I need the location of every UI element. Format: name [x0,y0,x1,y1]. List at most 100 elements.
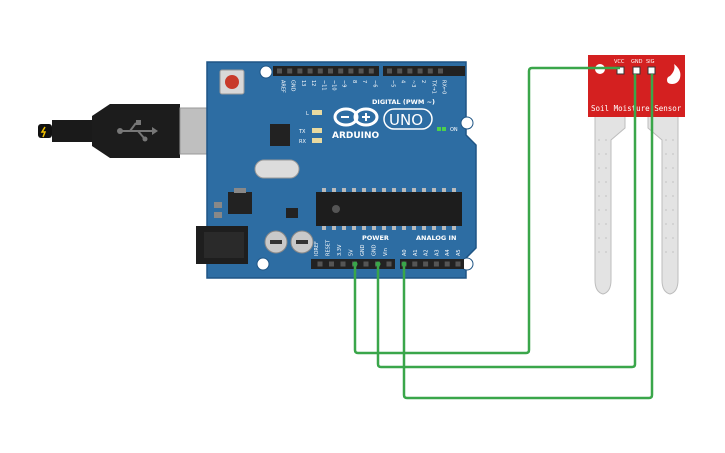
sensor-pin-gnd[interactable] [632,66,641,75]
power-pin-label: Vin [383,248,389,256]
mounting-hole [256,257,270,271]
digital-pin-hole[interactable] [307,68,313,74]
digital-pin-hole[interactable] [338,68,344,74]
digital-header-right[interactable] [383,66,465,76]
arduino-infinity-logo [333,107,379,127]
power-pin-label: IOREF [314,241,320,256]
power-pin-hole[interactable] [363,261,369,267]
power-pin-label: GND [360,244,366,256]
digital-pin-label: 4 [400,80,406,83]
wire-5v-to-vcc[interactable] [353,66,620,355]
arduino-uno-board[interactable]: L TX RX ARDUINO UNO ON DIGITAL (PWM ~) A… [196,61,477,279]
led-l-label: L [306,111,309,117]
digital-pin-label: 7 [361,80,367,83]
power-pin-label: RESET [326,239,332,256]
power-pin-label: GND [372,244,378,256]
led-tx-label: TX [298,129,306,135]
digital-pin-label: 2 [420,80,426,83]
arduino-brand-text: ARDUINO [332,131,380,141]
power-header-label: POWER [362,234,389,242]
atmega328-chip [316,192,462,226]
power-led [437,127,441,131]
lightning-icon [40,126,47,138]
digital-pin-hole[interactable] [277,68,282,74]
digital-pin-hole[interactable] [328,68,333,74]
digital-header-left[interactable] [273,66,379,76]
digital-pin-hole[interactable] [407,68,413,74]
sensor-probe-left [594,113,626,295]
on-label: ON [450,127,458,133]
power-pin-label: 5V [349,249,355,256]
digital-pin-hole[interactable] [317,68,323,74]
analog-pin-label: A4 [445,249,451,256]
usb-cable-tip [38,124,52,138]
digital-header-label: DIGITAL (PWM ~) [372,98,435,106]
digital-pin-label: ~10 [331,80,337,91]
analog-header-label: ANALOG IN [416,234,456,242]
wire-gnd-to-gnd[interactable] [376,74,637,369]
digital-pin-label: GND [290,80,296,92]
digital-pin-holes[interactable] [277,68,443,74]
power-pin-hole[interactable] [329,261,334,267]
sensor-title: Soil Moisture Sensor [591,104,682,113]
uno-badge [383,108,433,130]
analog-pin-label: A2 [424,249,430,256]
digital-pin-label: 12 [310,80,316,86]
digital-pin-label: TX→1 [430,79,436,94]
wires[interactable] [352,66,654,400]
digital-pin-label: 8 [351,80,357,83]
sensor-pin-sig[interactable] [647,66,656,75]
digital-pin-hole[interactable] [387,68,392,74]
usb-symbol-icon [117,120,158,142]
analog-pin-label: A0 [402,249,408,256]
led-tx [312,128,322,133]
digital-pin-hole[interactable] [358,68,364,74]
analog-pin-hole[interactable] [412,261,418,267]
digital-pin-hole[interactable] [348,68,354,74]
digital-pin-label: 13 [300,80,306,86]
voltage-regulator [228,192,252,214]
sensor-probe-right [647,113,679,295]
analog-pin-hole[interactable] [444,261,450,267]
analog-pin-hole[interactable] [455,261,461,267]
digital-pin-hole[interactable] [297,68,303,74]
power-pin-hole[interactable] [317,261,323,267]
led-rx [312,138,322,143]
mounting-hole [460,116,474,130]
digital-pin-hole[interactable] [427,68,433,74]
digital-pin-hole[interactable] [417,68,423,74]
analog-pin-hole[interactable] [423,261,429,267]
sensor-pcb [588,55,685,117]
wire-end-gnd [375,261,381,267]
digital-pin-hole[interactable] [397,68,403,74]
digital-pin-label: ~9 [341,80,347,87]
power-pin-label: 3.3V [337,244,343,256]
usb-cable[interactable] [38,104,217,158]
sensor-pin-label-vcc: VCC [614,59,625,65]
analog-pin-label: A3 [434,249,440,256]
power-pin-labels: IOREF RESET 3.3V 5V GND GND Vin [314,239,389,256]
power-pin-hole[interactable] [340,261,346,267]
analog-pin-label: A5 [456,249,462,256]
digital-pin-hole[interactable] [368,68,374,74]
analog-pin-hole[interactable] [433,261,439,267]
sensor-pin-label-gnd: GND [631,59,643,65]
wire-end-5v [352,261,358,267]
led-l [312,110,322,115]
usb-chip [270,124,290,146]
wire-a0-to-sig[interactable] [402,74,654,400]
power-pin-hole[interactable] [386,261,392,267]
usb-cable-strain-relief [52,120,92,142]
sensor-pin-vcc[interactable] [616,66,625,75]
soil-moisture-sensor[interactable]: VCC GND SIG Soil Moisture Sensor [588,55,685,295]
digital-pin-hole[interactable] [438,68,443,74]
wire-end-a0 [401,261,407,267]
reset-button-cap[interactable] [225,75,239,89]
digital-pin-hole[interactable] [287,68,293,74]
analog-header[interactable] [400,259,464,269]
digital-pin-label: ~6 [371,80,377,87]
digital-pin-label: ~11 [320,80,326,91]
